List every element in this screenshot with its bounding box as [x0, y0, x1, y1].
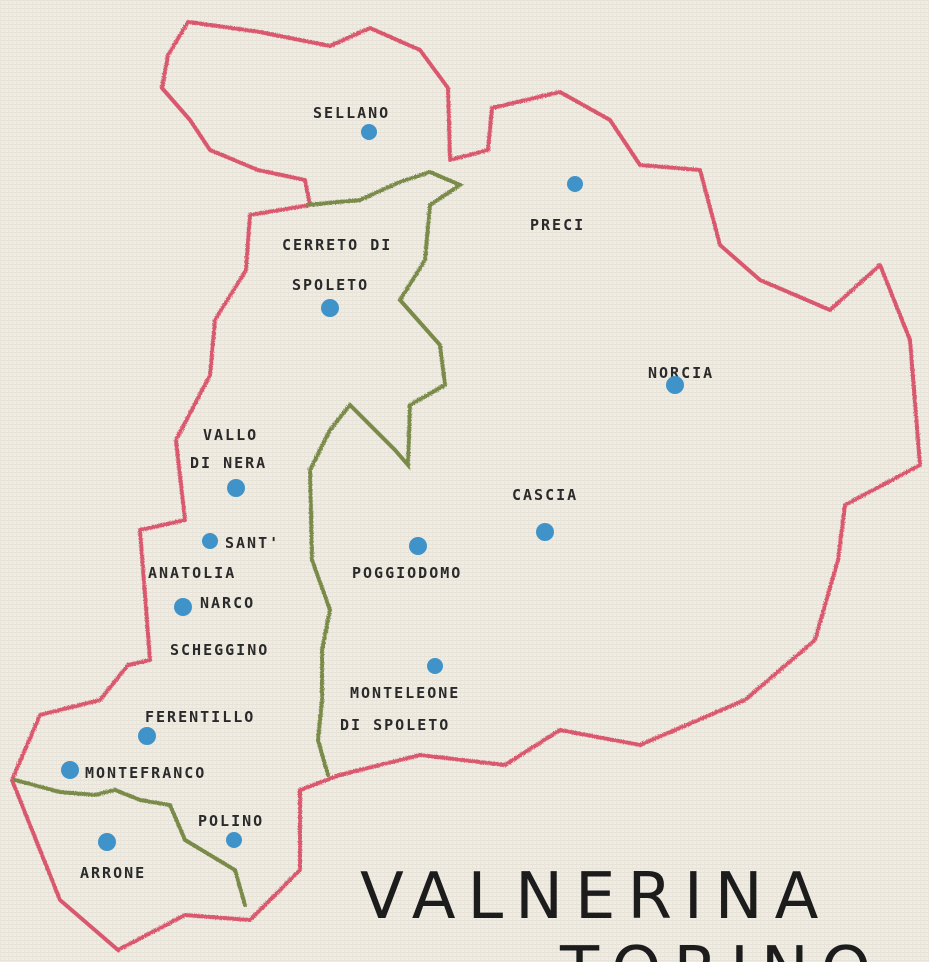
- town-dot-icon: [202, 533, 218, 549]
- label-vallo-line2: DI NERA: [190, 454, 267, 472]
- label-cascia: CASCIA: [512, 486, 578, 504]
- town-dot-icon: [226, 832, 242, 848]
- label-montefranco: MONTEFRANCO: [85, 764, 206, 782]
- label-poggiodomo: POGGIODOMO: [352, 564, 462, 582]
- town-dot-icon: [536, 523, 554, 541]
- label-cerreto-line2: SPOLETO: [292, 276, 369, 294]
- town-dot-icon: [666, 376, 684, 394]
- label-sellano: SELLANO: [313, 104, 390, 122]
- label-scheggino: SCHEGGINO: [170, 641, 269, 659]
- label-santanatolia-line3: NARCO: [200, 594, 255, 612]
- label-polino: POLINO: [198, 812, 264, 830]
- town-dot-icon: [361, 124, 377, 140]
- municipal-border-south: [13, 778, 247, 907]
- region-subtitle: TORINO: [559, 934, 883, 962]
- town-labels: SELLANO PRECI CERRETO DI SPOLETO NORCIA …: [80, 104, 714, 882]
- label-santanatolia-line1: SANT': [225, 534, 280, 552]
- label-arrone: ARRONE: [80, 864, 146, 882]
- region-title: VALNERINA: [360, 860, 830, 934]
- town-dot-icon: [227, 479, 245, 497]
- town-dot-icon: [409, 537, 427, 555]
- town-dot-icon: [138, 727, 156, 745]
- label-norcia: NORCIA: [648, 364, 714, 382]
- town-dot-icon: [321, 299, 339, 317]
- label-monteleone-line2: DI SPOLETO: [340, 716, 450, 734]
- label-vallo-line1: VALLO: [203, 426, 258, 444]
- region-outer-border: [10, 20, 922, 952]
- town-dot-icon: [174, 598, 192, 616]
- label-cerreto-line1: CERRETO DI: [282, 236, 392, 254]
- label-ferentillo: FERENTILLO: [145, 708, 255, 726]
- label-preci: PRECI: [530, 216, 585, 234]
- town-dot-icon: [98, 833, 116, 851]
- label-monteleone-line1: MONTELEONE: [350, 684, 460, 702]
- town-dots: [61, 124, 684, 851]
- town-dot-icon: [427, 658, 443, 674]
- town-dot-icon: [567, 176, 583, 192]
- label-santanatolia-line2: ANATOLIA: [148, 564, 236, 582]
- town-dot-icon: [61, 761, 79, 779]
- municipal-border: [306, 169, 465, 777]
